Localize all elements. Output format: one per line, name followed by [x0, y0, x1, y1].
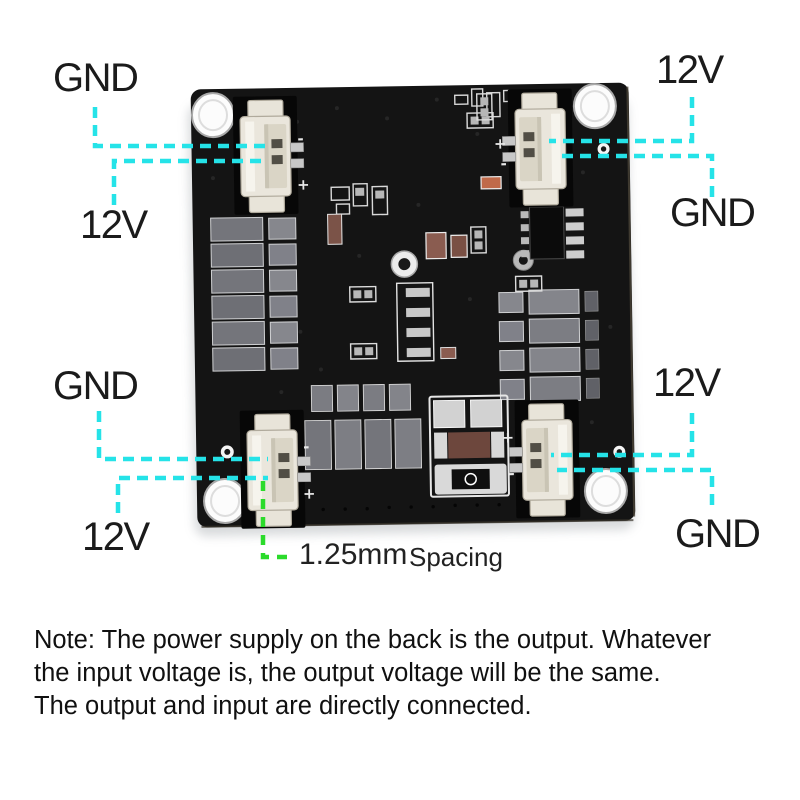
label-gnd-top-right: GND: [670, 191, 756, 235]
output-filter-components: [428, 394, 510, 498]
leader-line-gnd-top-right: [556, 153, 715, 197]
note-line-2: the input voltage is, the output voltage…: [34, 659, 661, 687]
left-component-bank: [210, 216, 299, 372]
polarity-minus-top-left: -: [297, 130, 304, 148]
label-gnd-top-left: GND: [53, 56, 139, 100]
label-12v-bottom-left: 12V: [82, 515, 150, 559]
note-paragraph: Note: The power supply on the back is th…: [34, 624, 794, 723]
jst-connector-bottom-right: [507, 398, 581, 520]
leader-line-12v-top-left: [111, 158, 268, 205]
polarity-plus-bottom-right: +: [501, 428, 514, 446]
pin-spacing-value: 1.25mm: [299, 538, 408, 571]
note-line-3: The output and input are directly connec…: [34, 692, 532, 720]
right-component-bank: [498, 288, 600, 402]
label-12v-mid-right: 12V: [653, 361, 721, 405]
leader-line-gnd-top-left: [92, 107, 268, 149]
leader-line-12v-top-right: [549, 97, 695, 144]
polarity-minus-bottom-right: -: [508, 464, 515, 482]
leader-line-pin-spacing: [260, 481, 293, 560]
polarity-plus-top-left: +: [297, 176, 310, 194]
center-pad-column: [395, 281, 435, 362]
via-stitch-row: [321, 502, 501, 512]
leader-line-12v-mid-right: [551, 413, 695, 458]
polarity-minus-top-right: -: [500, 155, 507, 173]
label-gnd-bottom-right: GND: [675, 512, 761, 556]
silkscreen-clusters: [327, 88, 516, 360]
label-gnd-mid-left: GND: [53, 364, 139, 408]
polarity-plus-bottom-left: +: [303, 485, 316, 503]
ic-chip: [520, 206, 585, 260]
label-12v-top-right: 12V: [656, 48, 724, 92]
jst-connector-top-right: [501, 87, 575, 209]
jst-connector-bottom-left: [239, 409, 313, 530]
leader-line-12v-bottom-left: [115, 475, 268, 513]
bottom-component-bank: [304, 383, 423, 471]
note-line-1: Note: The power supply on the back is th…: [34, 626, 712, 654]
pcb-board: - + + - - + + -: [188, 82, 636, 537]
pin-spacing-word: Spacing: [409, 542, 503, 572]
polarity-plus-top-right: +: [494, 135, 507, 153]
polarity-minus-bottom-left: -: [303, 438, 310, 456]
label-12v-top-left: 12V: [80, 203, 148, 247]
jst-connector-top-left: [232, 95, 306, 216]
